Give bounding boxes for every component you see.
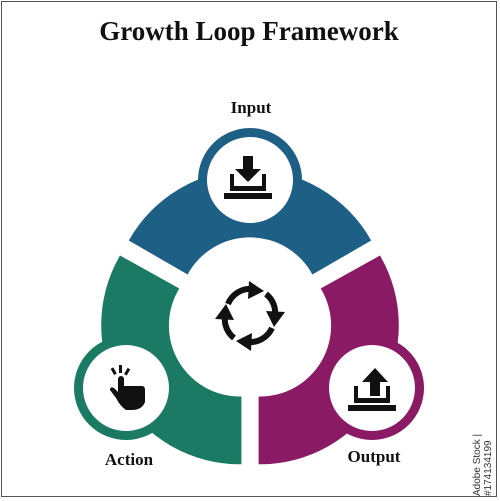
download-tray-icon (224, 156, 272, 199)
hand-tap-icon (110, 365, 145, 410)
label-input: Input (230, 98, 272, 117)
label-output: Output (347, 447, 401, 466)
diagram-title: Growth Loop Framework (99, 16, 399, 46)
growth-loop-diagram (74, 128, 424, 465)
stock-watermark: Adobe Stock | #174134199 (472, 433, 494, 496)
label-action: Action (104, 450, 154, 469)
upload-tray-icon (348, 368, 396, 411)
cycle-arrowheads (215, 281, 285, 351)
center-circle (178, 243, 322, 387)
